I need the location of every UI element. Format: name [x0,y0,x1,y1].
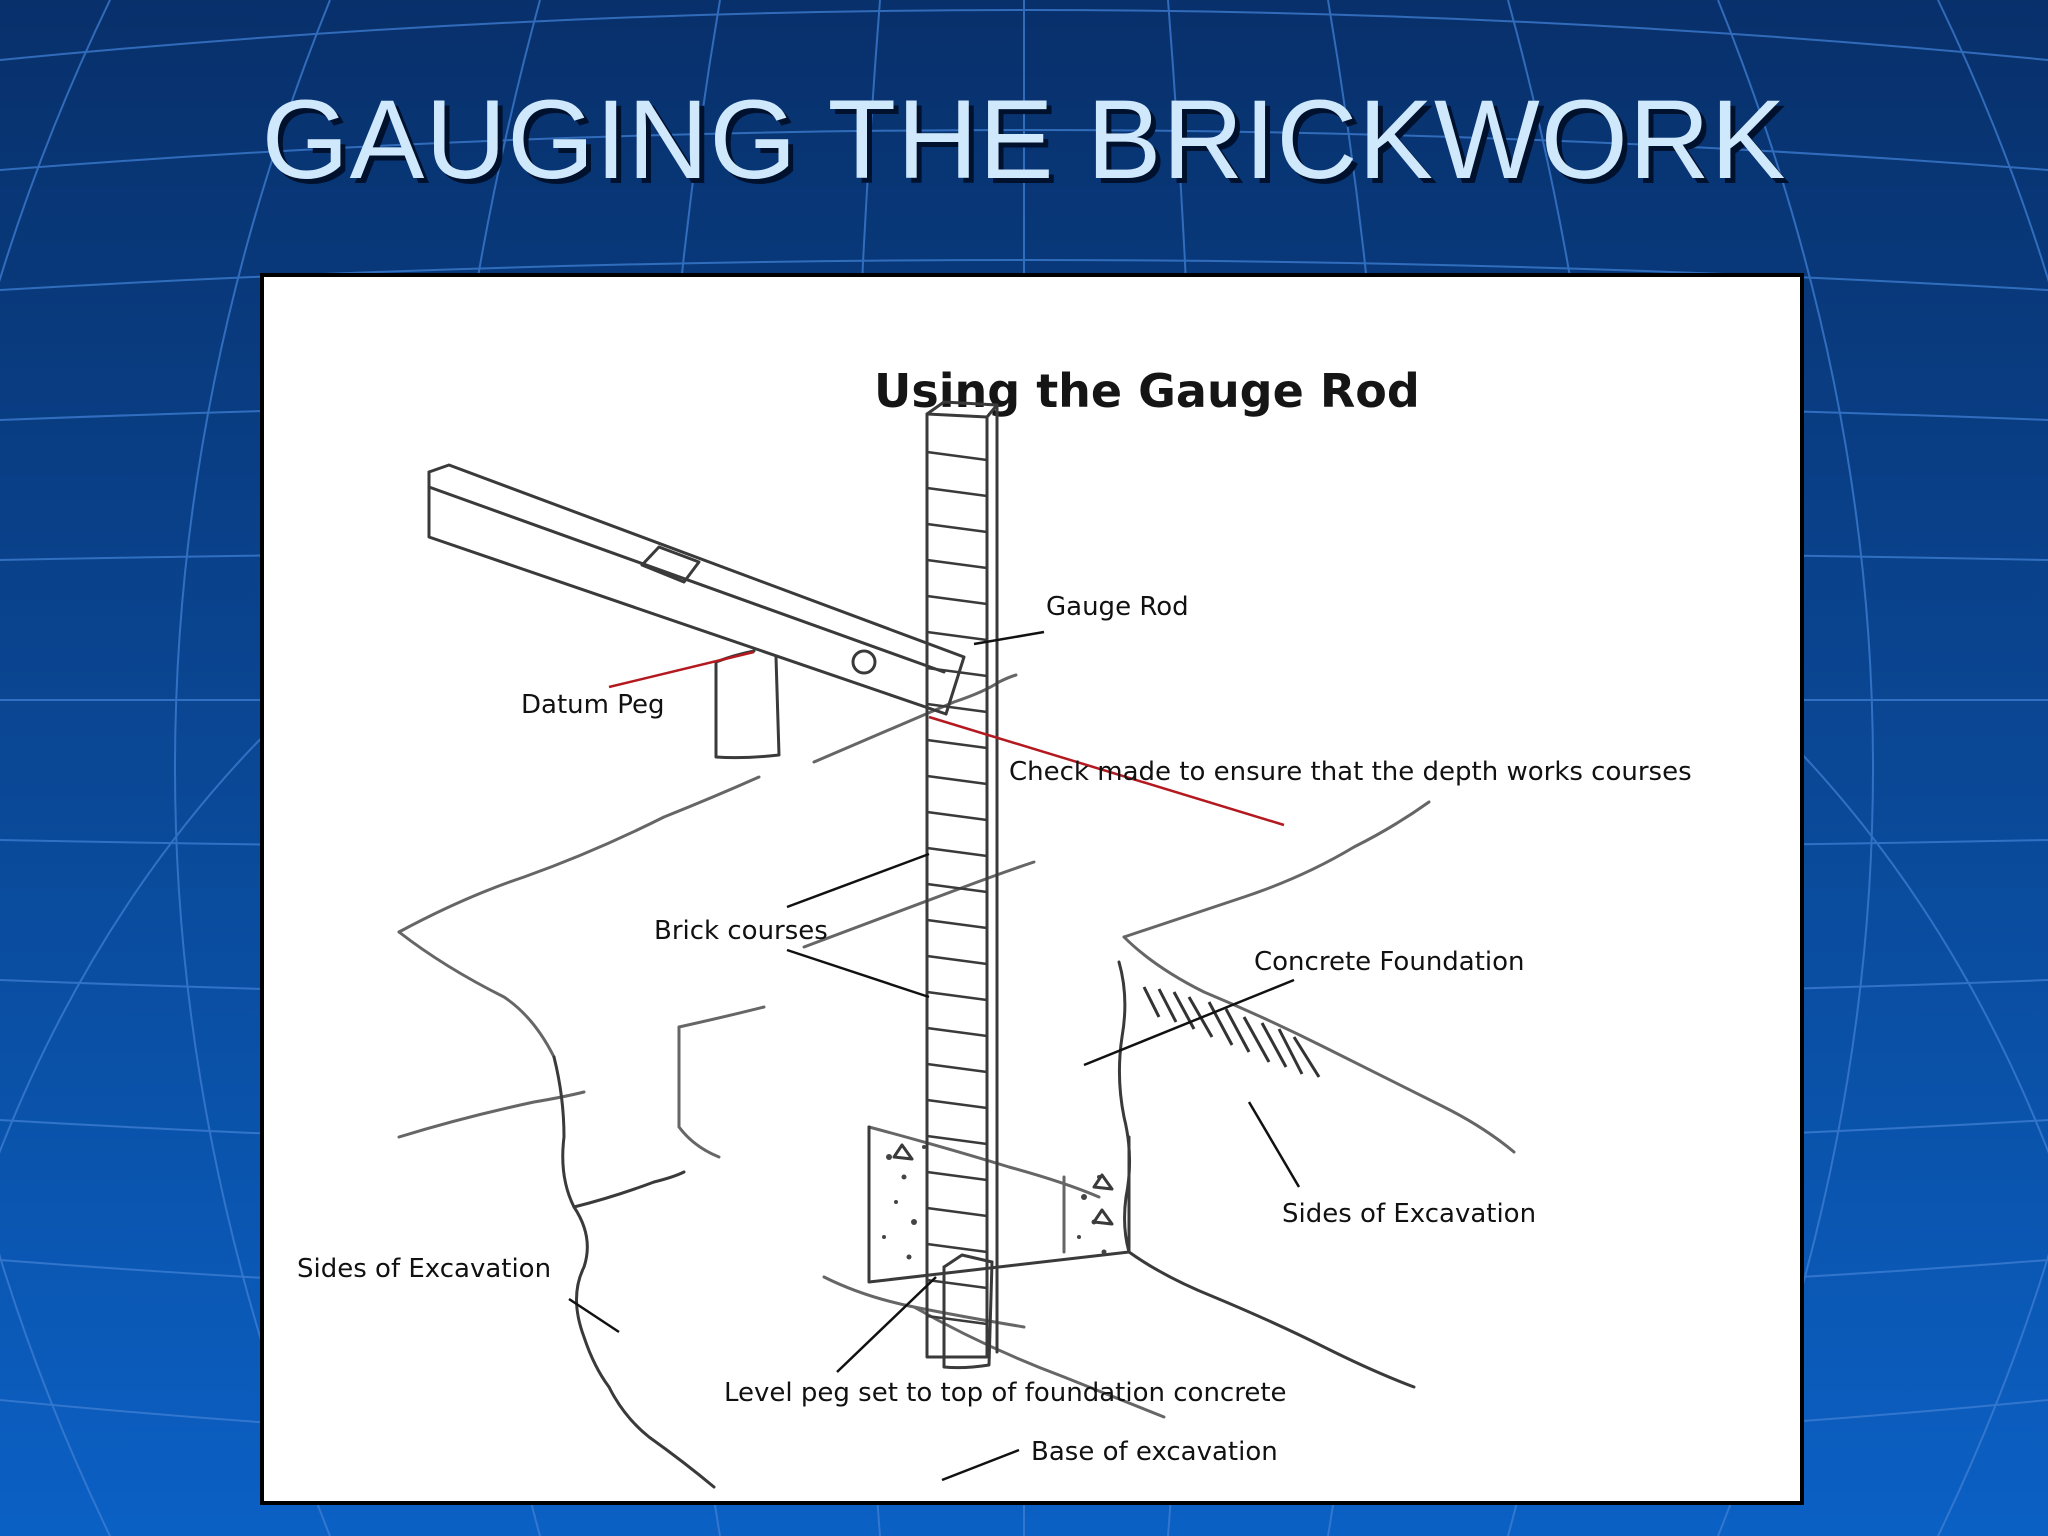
label-base: Base of excavation [1031,1437,1278,1467]
gauge-rod-diagram: Using the Gauge Rod [297,364,1692,1489]
gauge-rod-course-mark [926,486,988,498]
label-level-peg: Level peg set to top of foundation concr… [724,1378,1287,1408]
label-check: Check made to ensure that the depth work… [1009,757,1692,787]
leader-brick-courses-upper [786,852,930,909]
gauge-rod-course-mark [926,450,988,462]
gauge-rod-course-mark [926,1134,988,1146]
label-sides-right: Sides of Excavation [1282,1199,1536,1229]
label-gauge-rod: Gauge Rod [1046,592,1189,622]
diagram-frame: Using the Gauge Rod [260,273,1804,1505]
leader-sides-left [568,1297,620,1334]
gauge-rod-course-mark [926,558,988,570]
gauge-rod-course-mark [926,522,988,534]
leader-datum-peg [608,650,755,689]
gauge-rod-course-mark [926,738,988,750]
gauge-rod-course-mark [926,846,988,858]
excavation-left [552,1005,766,1489]
leader-level-peg [836,1276,937,1373]
ground-surface [397,673,1516,1154]
level-bubble-icon [851,649,877,675]
gauge-rod [925,400,999,1359]
gauge-rod-course-mark [926,918,988,930]
leader-brick-courses-lower [786,948,930,999]
level-peg [942,1253,994,1370]
label-datum-peg: Datum Peg [521,690,664,720]
datum-peg [714,649,781,760]
gauge-rod-course-mark [926,594,988,606]
gauge-rod-course-mark [926,666,988,678]
slide-title: GAUGING THE BRICKWORK [261,77,1787,202]
gauge-rod-course-mark [926,1314,988,1326]
gauge-rod-course-mark [926,1098,988,1110]
gauge-rod-course-mark [926,702,988,714]
gauge-rod-course-mark [926,990,988,1002]
leader-gauge-rod [973,630,1045,646]
gauge-rod-course-mark [926,1026,988,1038]
gauge-rod-course-mark [926,630,988,642]
label-brick-courses: Brick courses [654,916,828,946]
leader-lines [568,630,1301,1482]
leader-concrete-foundation [1083,978,1295,1067]
leader-base [941,1448,1020,1482]
label-concrete-foundation: Concrete Foundation [1254,947,1525,977]
gauge-rod-course-mark [926,1206,988,1218]
excavation-right [822,960,1416,1419]
gauge-rod-course-mark [926,1062,988,1074]
check-line [928,715,1285,827]
straight-edge [427,463,966,716]
gauge-rod-course-mark [926,1278,988,1290]
leader-sides-right [1247,1101,1301,1188]
gauge-rod-course-mark [926,1242,988,1254]
gauge-rod-course-mark [926,810,988,822]
label-sides-left: Sides of Excavation [297,1254,551,1284]
gauge-rod-course-mark [926,882,988,894]
diagram-heading: Using the Gauge Rod [874,364,1420,418]
gauge-rod-course-mark [926,954,988,966]
gauge-rod-course-mark [926,774,988,786]
concrete-foundation [867,1125,1131,1284]
gauge-rod-course-mark [926,1170,988,1182]
